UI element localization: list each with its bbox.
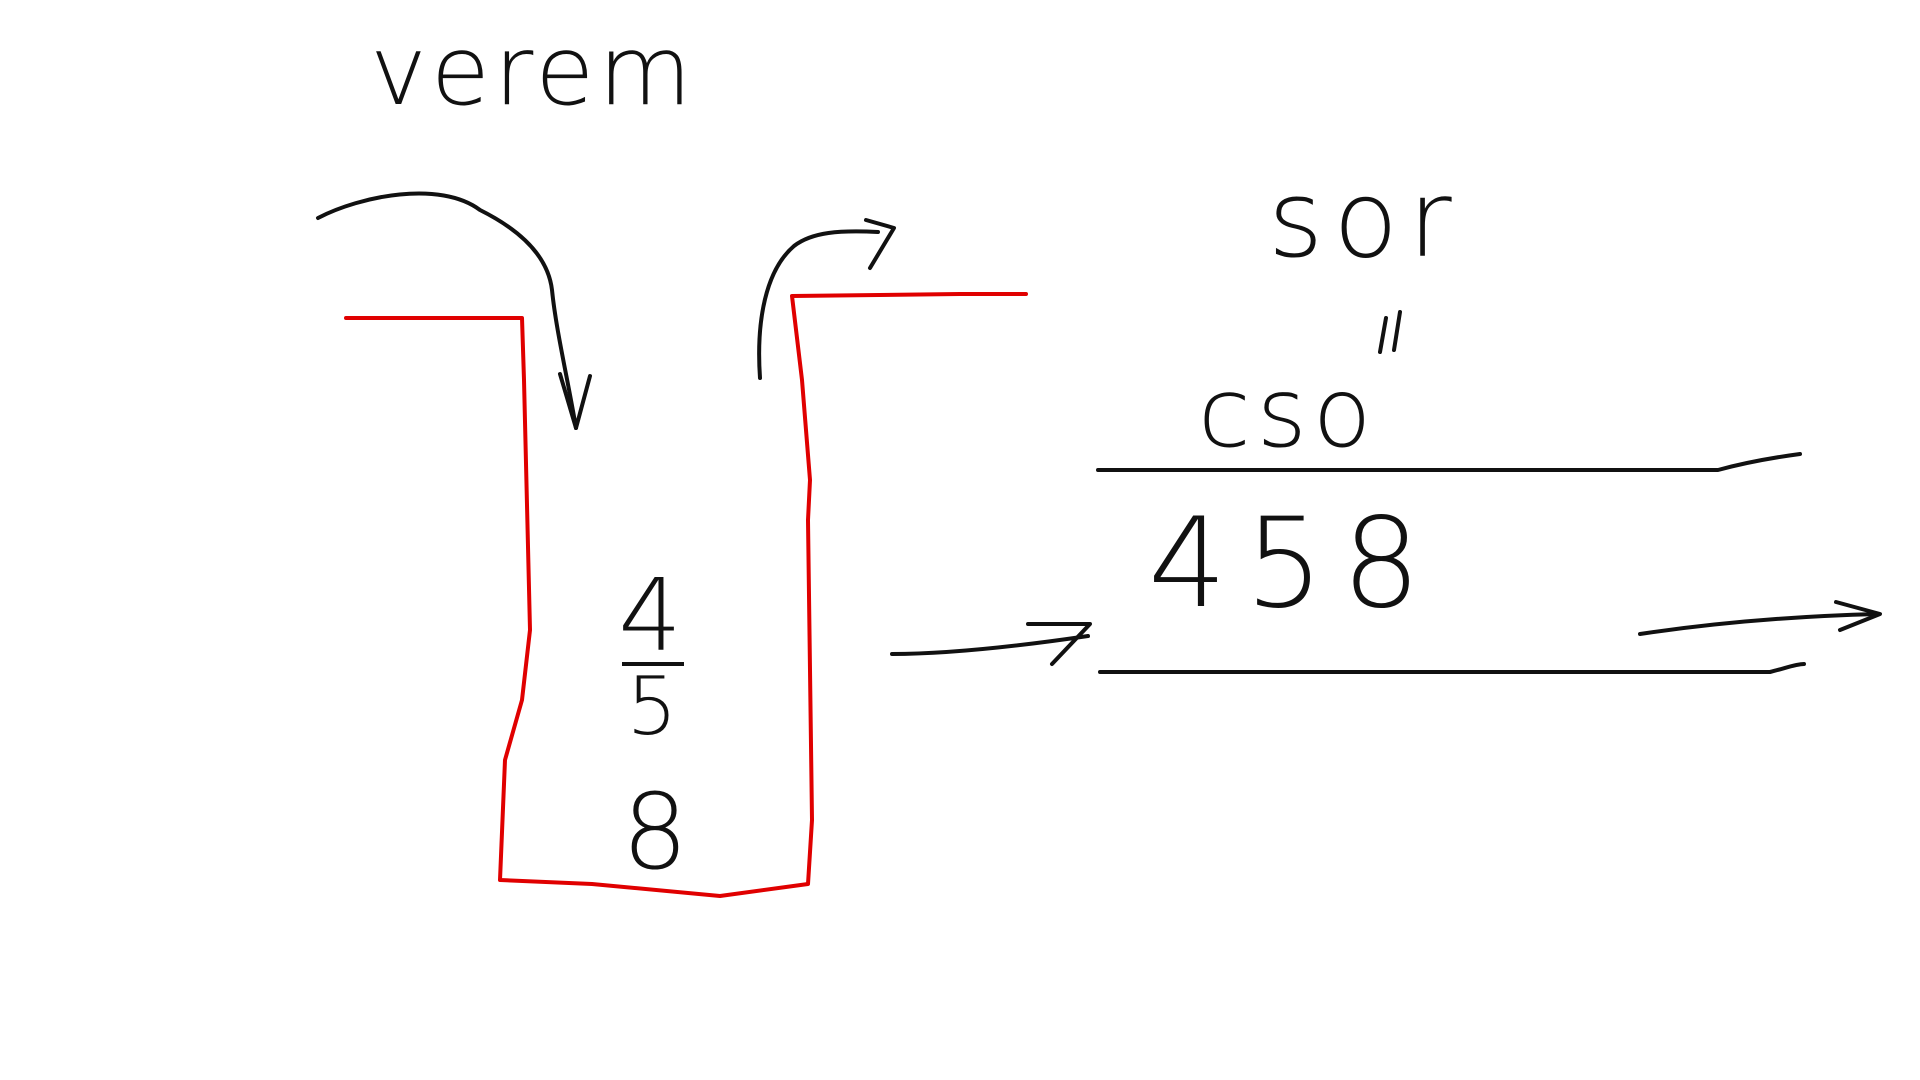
stack-item: 8 <box>622 771 688 893</box>
enqueue-arrow-icon <box>890 634 1090 656</box>
pop-arrowhead-icon <box>864 218 896 270</box>
queue-title: sor <box>1268 158 1462 281</box>
queue-items: 458 <box>1148 492 1439 636</box>
dequeue-arrowhead-icon <box>1834 600 1882 632</box>
push-arrowhead-icon <box>558 372 592 430</box>
stack-title: verem <box>370 15 696 127</box>
queue-front-label: cso <box>1198 357 1378 469</box>
stack-item: 4 <box>618 557 682 674</box>
quote-marks-icon <box>1378 310 1402 354</box>
pop-arrow-icon <box>757 229 880 380</box>
queue-top-line <box>1096 452 1802 472</box>
queue-bottom-line <box>1098 662 1806 674</box>
stack-container <box>344 292 1028 898</box>
dequeue-arrow-icon <box>1638 612 1880 636</box>
push-arrow-icon <box>316 191 578 430</box>
stack-item: 5 <box>627 660 678 753</box>
enqueue-arrowhead-icon <box>1026 622 1092 666</box>
